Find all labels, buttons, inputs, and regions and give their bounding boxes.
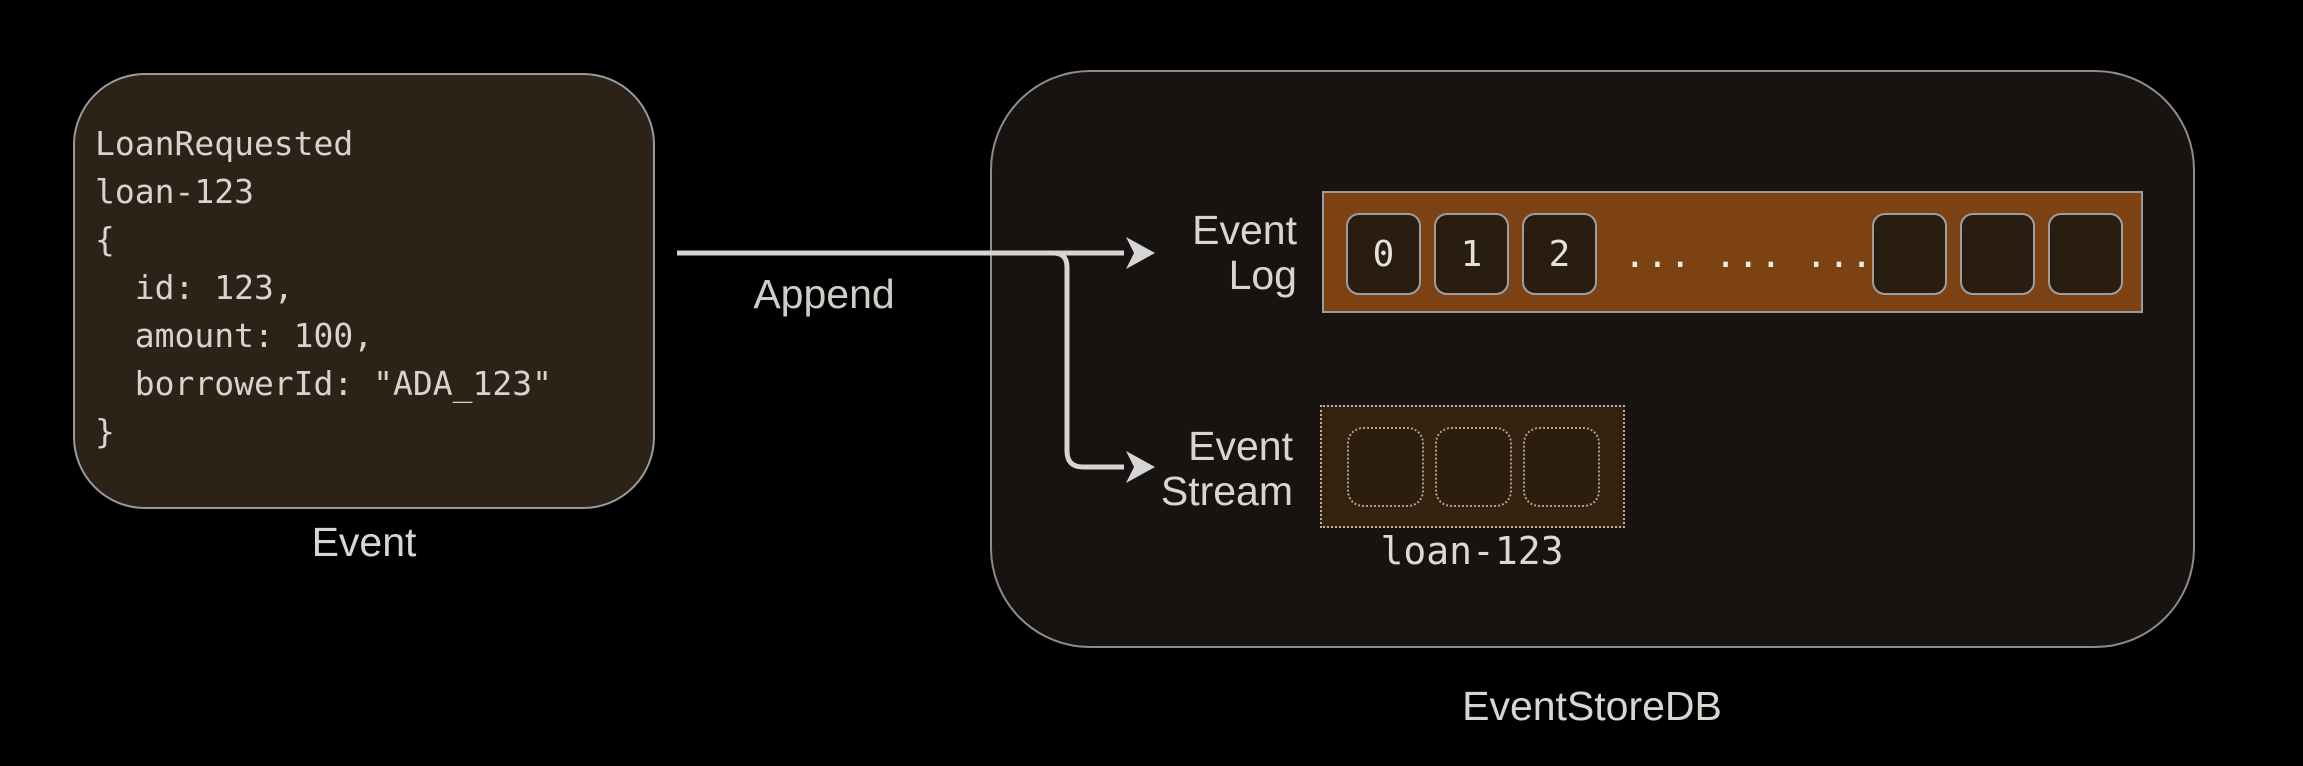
event-log-empty-cell (1960, 213, 2035, 295)
event-stream-placeholder-cell (1435, 426, 1512, 507)
event-log-empty-cell (1872, 213, 1947, 295)
event-stream-placeholder-cell (1523, 426, 1600, 507)
stream-name-label: loan-123 (1380, 529, 1564, 573)
event-code-block: LoanRequested loan-123 { id: 123, amount: … (75, 75, 653, 456)
event-log-label-line2: Log (1228, 252, 1297, 298)
code-line: id: 123, (95, 268, 294, 307)
event-card: LoanRequested loan-123 { id: 123, amount: … (73, 73, 655, 509)
event-log-empty-cell (2048, 213, 2123, 295)
event-stream-label-line2: Stream (1160, 468, 1293, 514)
event-log-cell: 0 (1346, 213, 1421, 295)
event-stream-label-line1: Event (1188, 423, 1293, 469)
event-log-label: Event Log (1100, 208, 1297, 298)
event-stream-placeholder-cell (1347, 426, 1424, 507)
event-log-cell: 1 (1434, 213, 1509, 295)
code-line: loan-123 (95, 172, 254, 211)
code-line: } (95, 412, 115, 451)
code-line: borrowerId: "ADA_123" (95, 364, 552, 403)
append-arrow-label: Append (753, 271, 895, 317)
event-caption: Event (311, 519, 417, 565)
event-log-ellipsis: ... ... ... (1624, 235, 1874, 276)
event-stream-label: Event Stream (1050, 424, 1293, 514)
code-line: LoanRequested (95, 124, 354, 163)
event-stream-box (1320, 405, 1625, 528)
event-log-cell: 2 (1522, 213, 1597, 295)
code-line: { (95, 220, 115, 259)
event-log-label-line1: Event (1192, 207, 1297, 253)
eventstoredb-caption: EventStoreDB (1462, 683, 1722, 729)
code-line: amount: 100, (95, 316, 374, 355)
event-log-empty-cells (1872, 213, 2123, 295)
eventstoredb-container (990, 70, 2195, 648)
